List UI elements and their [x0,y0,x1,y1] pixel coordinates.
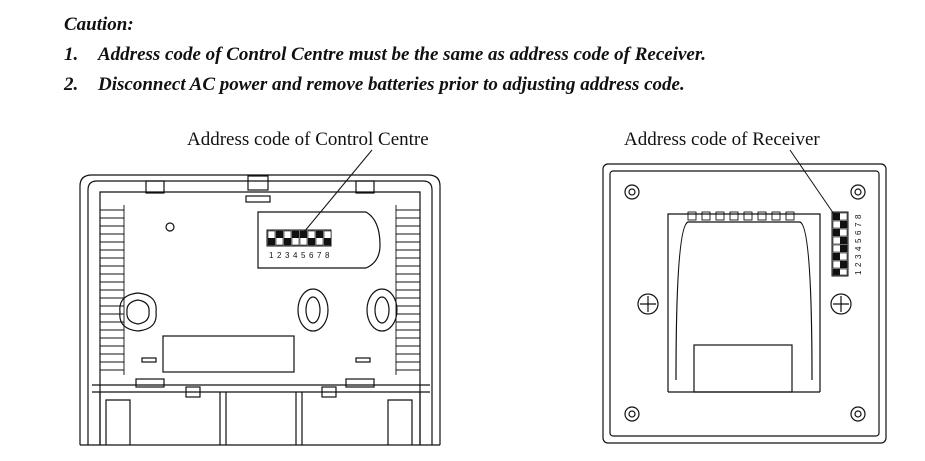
dip-number: 8 [325,251,330,260]
receiver-pointer [789,149,839,221]
dip-number: 4 [854,246,863,251]
dip-number: 2 [854,262,863,267]
control-centre-dip-switch [266,229,332,247]
control-centre-label: Address code of Control Centre [187,129,429,150]
rule-number: 1. [64,44,79,65]
dip-number: 5 [301,251,306,260]
screw-icon [624,184,866,422]
dip-number: 2 [277,251,282,260]
dip-number: 7 [854,222,863,227]
rule-number: 2. [64,74,79,95]
control-centre-housing [79,174,441,446]
caution-rule-2: 2. Disconnect AC power and remove batteri… [64,70,706,100]
dip-number: 5 [854,238,863,243]
receiver-dip-switch [831,211,849,277]
control-centre-pointer [303,149,373,233]
receiver-label: Address code of Receiver [624,129,820,150]
dip-number: 6 [309,251,314,260]
rule-text: Address code of Control Centre must be t… [98,44,706,65]
dip-number: 3 [285,251,290,260]
dip-number: 1 [269,251,274,260]
caution-title: Caution: [64,14,134,35]
dip-number: 1 [854,270,863,275]
control-centre-dip-numbers: 1 2 3 4 5 6 7 8 [269,251,330,260]
dip-number: 4 [293,251,298,260]
dip-number: 6 [854,230,863,235]
receiver-dip-numbers: 1 2 3 4 5 6 7 8 [854,214,863,275]
dip-number: 7 [317,251,322,260]
rule-text: Disconnect AC power and remove batteries… [98,74,685,95]
caution-rule-1: 1. Address code of Control Centre must be… [64,40,706,70]
receiver-housing [602,163,887,444]
dip-number: 3 [854,254,863,259]
dip-number: 8 [854,214,863,219]
caution-block: Caution: 1. Address code of Control Centr… [64,10,706,100]
